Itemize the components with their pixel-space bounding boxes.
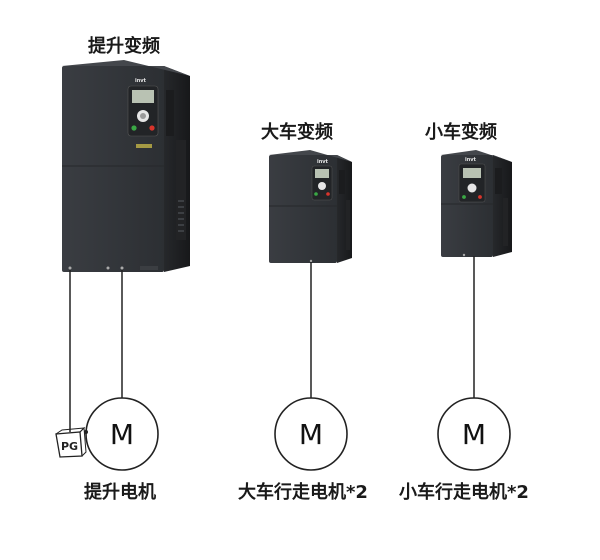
hoist-run-button <box>131 125 137 131</box>
hoist-inverter-title: 提升变频 <box>88 36 160 57</box>
hoist-brand-logo: invt <box>135 78 147 84</box>
trolley-keypad-dial <box>467 183 477 193</box>
trolley-stop-button <box>478 195 482 199</box>
bridge-inverter-title: 大车变频 <box>261 122 333 143</box>
hoist-inverter-top <box>62 60 190 76</box>
bridge-keypad-dial <box>318 182 326 190</box>
bridge-run-button <box>314 192 318 196</box>
bridge-inverter: invt <box>269 150 352 263</box>
bridge-motor-letter: M <box>299 418 323 451</box>
trolley-brand-logo: invt <box>465 157 477 163</box>
trolley-run-button <box>462 195 466 199</box>
pg-encoder-label: PG <box>61 440 78 453</box>
hoist-motor-label: 提升电机 <box>84 482 156 503</box>
bridge-brand-logo: invt <box>317 159 329 165</box>
hoist-motor-letter: M <box>110 418 134 451</box>
bridge-motor-symbol <box>274 397 348 471</box>
bridge-motor: M <box>274 397 348 471</box>
bridge-motor-label: 大车行走电机*2 <box>238 482 368 503</box>
pg-encoder: PG <box>55 426 87 458</box>
trolley-motor-symbol <box>437 397 511 471</box>
hoist-motor: M <box>84 397 159 471</box>
trolley-motor-letter: M <box>462 418 486 451</box>
trolley-motor-label: 小车行走电机*2 <box>399 482 529 503</box>
trolley-inverter-title: 小车变频 <box>425 122 497 143</box>
bridge-keypad-display <box>315 169 329 178</box>
trolley-motor: M <box>437 397 511 471</box>
trolley-inverter: invt <box>441 150 512 257</box>
hoist-stop-button <box>149 125 155 131</box>
bridge-stop-button <box>326 192 330 196</box>
trolley-keypad-display <box>463 168 481 178</box>
hoist-keypad-display <box>132 90 154 103</box>
hoist-inverter: invt <box>62 60 190 272</box>
